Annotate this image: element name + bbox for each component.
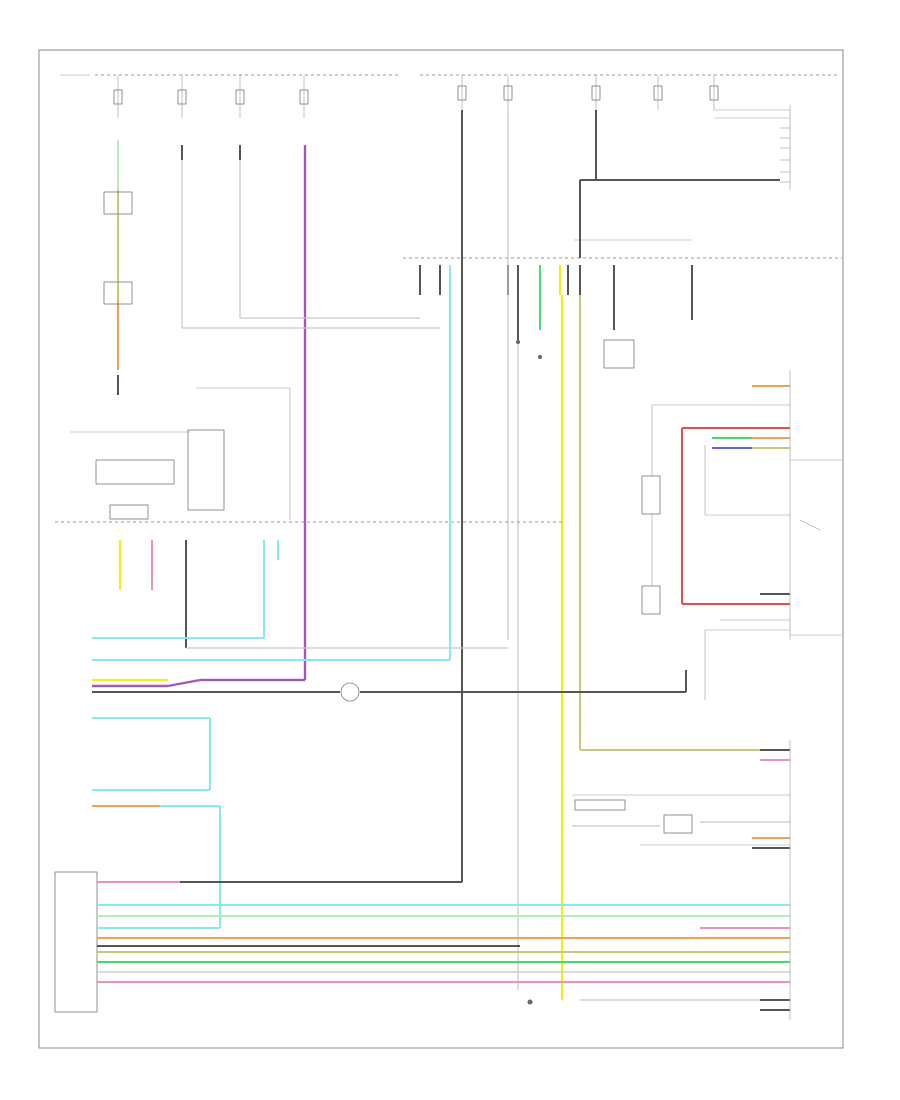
- component-glyphs: [516, 340, 821, 1005]
- bottom-wires: [97, 881, 790, 1011]
- lower-right-components: [572, 794, 790, 849]
- fuse-stubs: [113, 75, 719, 118]
- left-lower-pins: [119, 540, 279, 648]
- short-stubs: [181, 145, 440, 329]
- left-vertical-wire: [103, 140, 133, 395]
- purple-wire: [167, 145, 307, 688]
- mid-bus: [403, 239, 842, 259]
- long-vertical-wires: [449, 110, 780, 1000]
- right-mid-components: [603, 339, 842, 700]
- right-top-connector: [714, 105, 791, 190]
- bottom-module: [54, 871, 98, 1013]
- right-colored-wires: [681, 385, 790, 761]
- left-horizontal-wires: [92, 637, 687, 928]
- diagram-frame: [38, 49, 844, 1049]
- mid-bus-pins: [419, 265, 693, 340]
- left-mid-components: [55, 387, 565, 523]
